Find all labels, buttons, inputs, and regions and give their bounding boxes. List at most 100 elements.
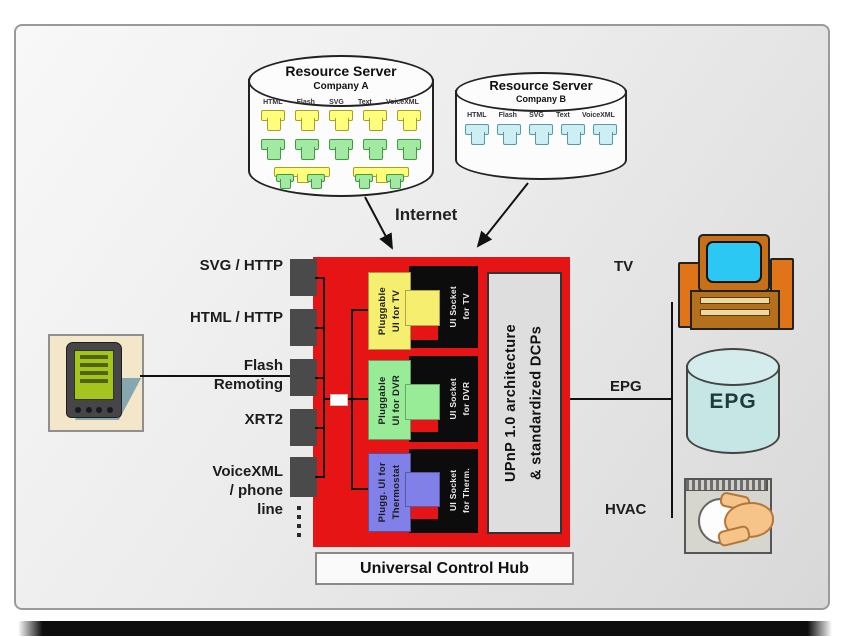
plug-label-line: Pluggable [376, 375, 388, 425]
ui-plug-cyan [465, 124, 489, 146]
connector-block-xrt2 [290, 409, 317, 446]
handheld-device [48, 334, 144, 432]
cylinder-top [455, 72, 627, 112]
server-company: Company B [515, 94, 566, 104]
ui-plug-green [295, 139, 319, 161]
ellipsis-dots [297, 506, 302, 542]
tv-label: TV [614, 258, 634, 275]
ui-plug-green [261, 139, 285, 161]
plug-label-line: Pluggable [376, 286, 388, 336]
pluggable-ui-dvr: Pluggable UI for DVR [368, 360, 411, 440]
branch-line-dvr [352, 398, 368, 400]
protocol-label-svg-http: SVG / HTTP [199, 257, 283, 274]
format-label: VoiceXML [581, 112, 615, 119]
connector-block-voicexml [290, 457, 317, 497]
green-plug-row [256, 139, 426, 161]
cyan-plug-row [461, 124, 621, 146]
ui-plug-yellow [397, 110, 421, 132]
format-label: HTML [263, 99, 283, 106]
protocol-label-voicexml: VoiceXML / phone line [212, 463, 283, 518]
server-title: Resource Server [489, 78, 593, 93]
stub-line [315, 377, 324, 379]
format-labels: HTML Flash SVG Text VoiceXML [256, 99, 426, 106]
tv-screen [706, 241, 762, 283]
stub-line [315, 277, 324, 279]
ui-plug-cyan [497, 124, 521, 146]
protocol-label-html-http: HTML / HTTP [189, 309, 283, 326]
socket-notch [409, 324, 438, 340]
tv-entertainment-center [678, 232, 794, 332]
cylinder-top [686, 348, 780, 386]
yellow-plug-row [256, 110, 426, 132]
epg-label: EPG [610, 378, 642, 395]
cylinder-top [248, 55, 434, 107]
plug-label-line: Plugg. UI for [376, 462, 388, 523]
resource-server-a: Resource Server Company A HTML Flash SVG… [248, 55, 434, 197]
socket-label-line: UI Socket [448, 470, 459, 512]
plug-label-line: Thermostat [390, 465, 402, 520]
bus-line-left [323, 277, 325, 478]
ui-plug-green [397, 139, 421, 161]
thermostat-grille [684, 478, 768, 491]
server-company: Company A [313, 81, 369, 92]
ui-plug-yellow [363, 110, 387, 132]
bottom-bar [18, 621, 832, 636]
stub-line [315, 327, 324, 329]
format-label: VoiceXML [385, 99, 419, 106]
format-label: Text [357, 99, 372, 106]
resource-server-b: Resource Server Company B HTML Flash SVG… [455, 72, 627, 180]
socket-notch [409, 418, 438, 432]
ui-plug-cyan [593, 124, 617, 146]
format-label: Flash [296, 99, 315, 106]
format-label: HTML [467, 112, 487, 119]
format-labels: HTML Flash SVG Text VoiceXML [461, 112, 621, 119]
ui-plug-yellow [295, 110, 319, 132]
branch-line-tv [352, 309, 368, 311]
socket-label-line: for TV [461, 293, 471, 321]
socket-label-line: for DVR [461, 382, 471, 416]
ui-plug-green [363, 139, 387, 161]
device-to-hub-line [140, 375, 290, 377]
hvac-label: HVAC [605, 501, 647, 518]
plug-label-line: UI for TV [390, 289, 402, 333]
ui-plug-green [329, 139, 353, 161]
format-label: SVG [529, 112, 544, 119]
socket-label-line: UI Socket [448, 378, 459, 420]
pluggable-ui-thermostat: Plugg. UI for Thermostat [368, 453, 411, 532]
pda-screen [74, 350, 114, 400]
branch-line-thermostat [352, 488, 368, 490]
server-title: Resource Server [285, 63, 397, 79]
plug-tab-thermostat [405, 472, 440, 507]
ui-plug-cyan [561, 124, 585, 146]
protocol-label-xrt2: XRT2 [244, 411, 283, 428]
hub-to-epg-line [570, 398, 672, 400]
ui-plug-yellow [261, 110, 285, 132]
stub-line [315, 476, 324, 478]
epg-cylinder-label: EPG [709, 390, 757, 413]
format-label: SVG [329, 99, 344, 106]
pluggable-ui-tv: Pluggable UI for TV [368, 272, 411, 350]
composite-plug-group [352, 167, 409, 191]
composite-plug-group [273, 167, 330, 191]
connector-block-svg [290, 259, 317, 296]
upnp-label-line: & standardized DCPs [528, 325, 545, 481]
hub-caption: Universal Control Hub [315, 552, 574, 585]
right-rail-line [671, 302, 673, 518]
plug-tab-tv [405, 290, 440, 326]
tv-body [698, 234, 770, 292]
format-label: Text [555, 112, 570, 119]
socket-label-line: UI Socket [448, 286, 459, 328]
plug-label-line: UI for DVR [390, 374, 402, 426]
epg-database: EPG [686, 348, 780, 454]
internet-label: Internet [395, 205, 458, 224]
plug-tab-dvr [405, 384, 440, 420]
upnp-panel: UPnP 1.0 architecture & standardized DCP… [487, 272, 562, 534]
ui-plug-yellow [329, 110, 353, 132]
tv-cabinet [690, 290, 780, 330]
upnp-label-line: UPnP 1.0 architecture [503, 323, 520, 483]
ui-plug-cyan [529, 124, 553, 146]
pda-body [66, 342, 122, 418]
connector-block-html [290, 309, 317, 346]
connector-block-flash [290, 359, 317, 396]
